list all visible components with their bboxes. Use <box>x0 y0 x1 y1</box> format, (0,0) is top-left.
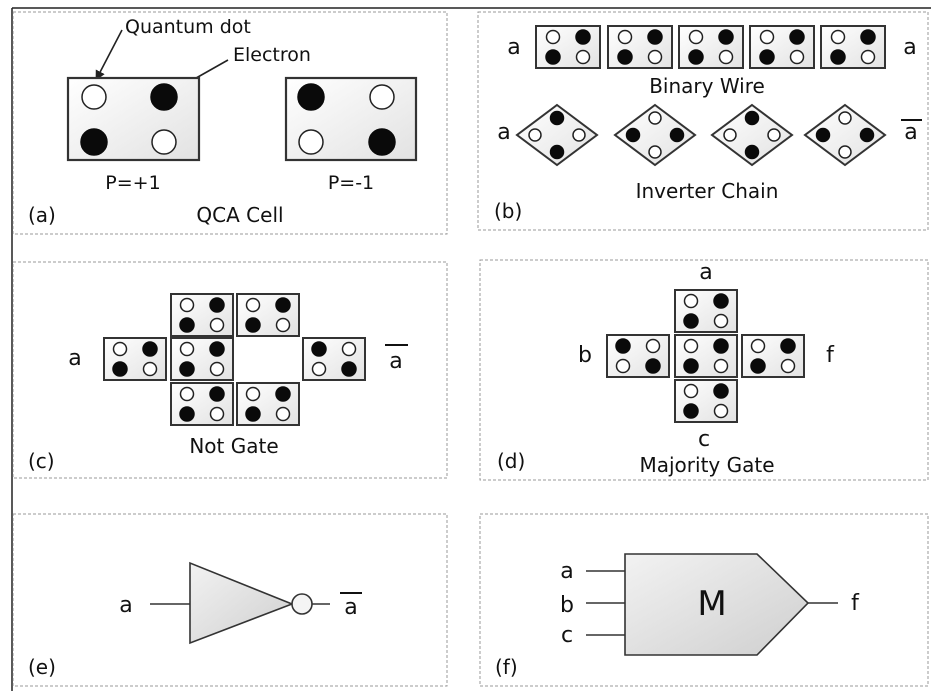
panel-c-tag: (c) <box>28 449 55 473</box>
empty-quantum-dot <box>152 130 176 154</box>
inverter-chain <box>517 105 885 165</box>
panel-d-majority-gate: a b f c <box>480 260 928 480</box>
p-minus-1-label: P=-1 <box>328 172 374 194</box>
majority-symbol-input-b: b <box>560 593 574 618</box>
qca-cell <box>303 338 365 380</box>
not-gate-cells <box>104 294 365 425</box>
majority-input-b: b <box>578 343 592 368</box>
rotated-qca-cell <box>615 105 695 165</box>
qca-cell <box>237 294 299 336</box>
not-gate-title: Not Gate <box>189 434 278 458</box>
inverter-chain-title: Inverter Chain <box>636 179 779 203</box>
majority-symbol-input-a: a <box>560 559 573 584</box>
qca-cell <box>675 290 737 332</box>
panel-d-tag: (d) <box>497 449 525 473</box>
electron-dot <box>369 129 395 155</box>
binary-wire-input: a <box>507 35 520 60</box>
qca-cell <box>750 26 814 68</box>
majority-input-a: a <box>699 260 712 285</box>
quantum-dot-callout: Quantum dot <box>125 16 251 38</box>
qca-cell <box>237 383 299 425</box>
binary-wire-title: Binary Wire <box>649 74 765 98</box>
rotated-qca-cell <box>805 105 885 165</box>
inverter-triangle <box>190 563 292 643</box>
qca-cell <box>171 294 233 336</box>
inversion-bubble <box>292 594 312 614</box>
not-gate-output: a <box>389 349 402 374</box>
panel-a-tag: (a) <box>28 203 56 227</box>
binary-wire-output: a <box>903 35 916 60</box>
qca-cell <box>679 26 743 68</box>
qca-cell <box>104 338 166 380</box>
empty-quantum-dot <box>370 85 394 109</box>
majority-input-c: c <box>698 427 710 452</box>
p-plus-1-label: P=+1 <box>105 172 160 194</box>
majority-output-f: f <box>826 343 835 368</box>
panel-b-wire-and-chain: a a <box>478 12 928 230</box>
panel-a-qca-cell: Quantum dot Electron P=+1 P=-1 (a) QCA C… <box>13 12 447 234</box>
majority-symbol-input-c: c <box>561 623 573 648</box>
inverter-chain-output: a <box>904 120 917 145</box>
empty-quantum-dot <box>82 85 106 109</box>
panel-e-tag: (e) <box>28 655 56 679</box>
qca-cell-p-plus-1 <box>68 78 199 160</box>
electron-callout: Electron <box>233 44 311 66</box>
electron-dot <box>81 129 107 155</box>
qca-cell <box>821 26 885 68</box>
panel-f-tag: (f) <box>495 655 518 679</box>
qca-cell <box>171 338 233 380</box>
qca-cell <box>607 335 669 377</box>
inverter-chain-input: a <box>497 120 510 145</box>
qca-cell-p-minus-1 <box>286 78 416 160</box>
inverter-output: a <box>344 595 357 620</box>
majority-symbol-output-f: f <box>851 591 860 616</box>
inverter-input: a <box>119 593 132 618</box>
qca-cell <box>742 335 804 377</box>
majority-gate-title: Majority Gate <box>639 453 774 477</box>
majority-gate-cells <box>607 290 804 422</box>
qca-cell <box>536 26 600 68</box>
panel-f-majority-symbol: a b c M f (f) <box>480 514 928 686</box>
qca-cell <box>608 26 672 68</box>
electron-dot <box>298 84 324 110</box>
panel-b-tag: (b) <box>494 199 522 223</box>
majority-gate-label: M <box>697 584 726 624</box>
binary-wire <box>536 26 885 68</box>
electron-dot <box>151 84 177 110</box>
panel-a-title: QCA Cell <box>196 203 283 227</box>
qca-cell <box>675 335 737 377</box>
panel-e-inverter-symbol: a a (e) <box>13 514 447 686</box>
empty-quantum-dot <box>299 130 323 154</box>
rotated-qca-cell <box>517 105 597 165</box>
not-gate-input: a <box>68 346 81 371</box>
rotated-qca-cell <box>712 105 792 165</box>
quantum-dot-arrow <box>97 30 122 78</box>
qca-cell <box>675 380 737 422</box>
qca-cell <box>171 383 233 425</box>
panel-c-not-gate: a a <box>13 262 447 478</box>
